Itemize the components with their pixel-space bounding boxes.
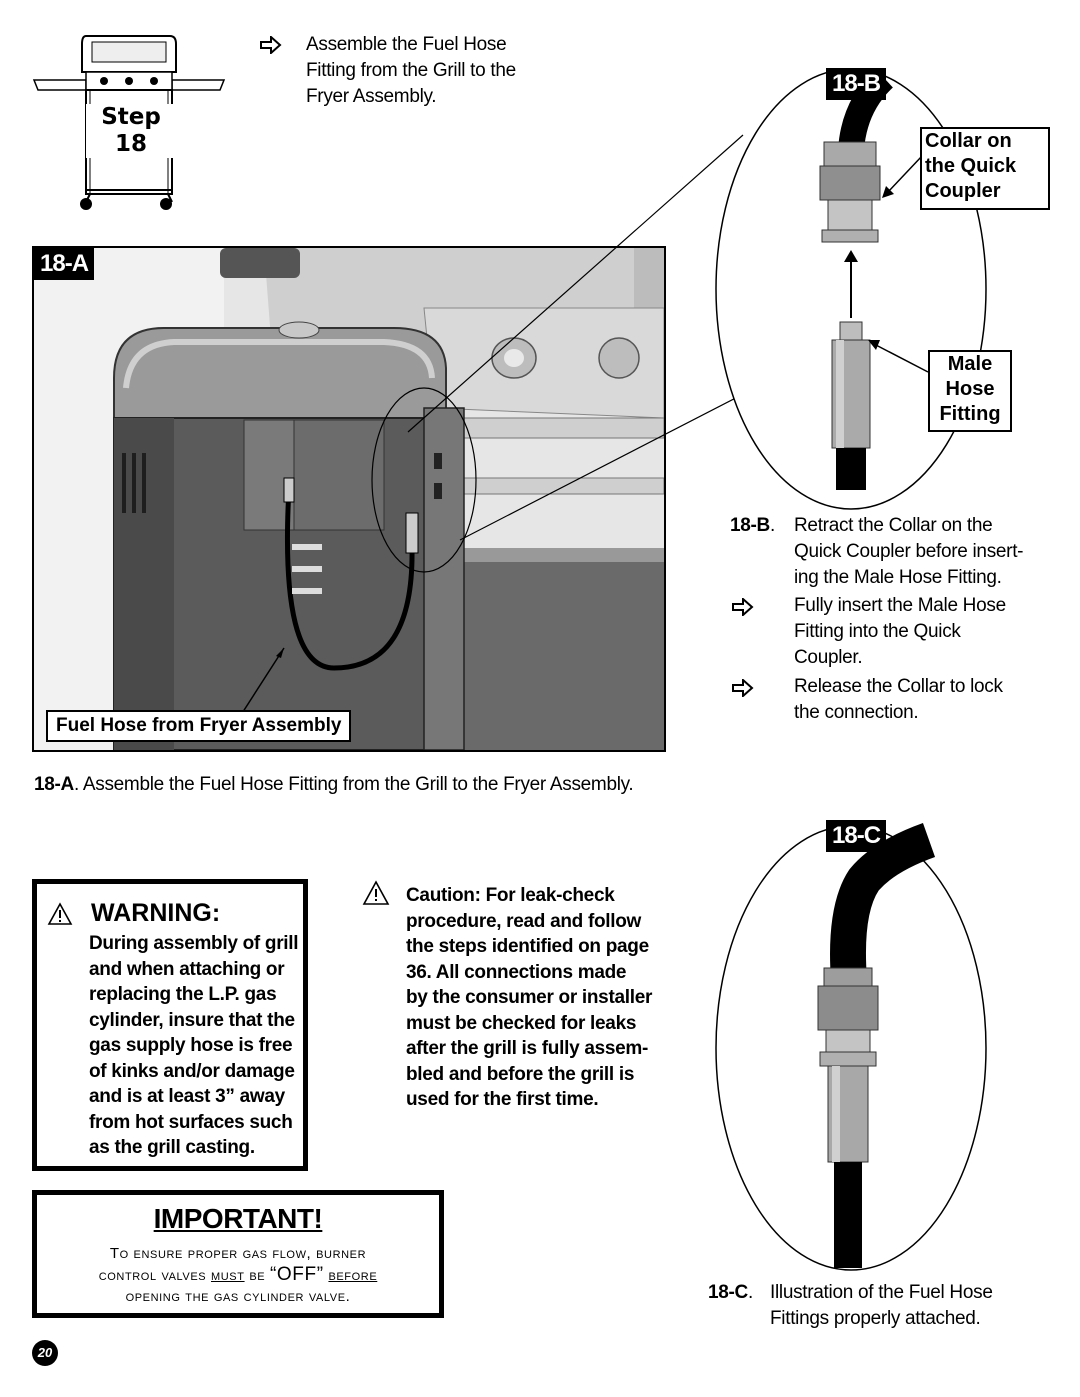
- warning-line: from hot surfaces such: [89, 1111, 293, 1133]
- hollow-right-arrow-icon: [260, 34, 282, 59]
- male-callout-line: Fitting: [939, 403, 1001, 425]
- caution-text: Caution: For leak-check procedure, read …: [406, 883, 666, 1113]
- warning-line: and when attaching or: [89, 958, 285, 980]
- male-callout-line: Male: [947, 353, 993, 375]
- male-callout-line: Hose: [945, 378, 995, 400]
- warning-line: as the grill casting.: [89, 1137, 255, 1158]
- caution-line: after the grill is fully assem-: [406, 1038, 649, 1059]
- important-box: IMPORTANT! To ensure proper gas flow, bu…: [32, 1190, 444, 1318]
- figure-18c-illustration: [715, 823, 987, 1271]
- bullet-insert: Fully insert the Male Hose Fitting into …: [794, 593, 1074, 671]
- caution-line: used for the first time.: [406, 1089, 599, 1110]
- warning-line: of kinks and/or damage: [89, 1060, 295, 1082]
- intro-line: Fitting from the Grill to the: [306, 60, 516, 81]
- page-number-badge: 20: [32, 1340, 58, 1366]
- collar-callout-line: Coupler: [925, 180, 1001, 202]
- figure-18a-caption-text: . Assemble the Fuel Hose Fitting from th…: [73, 774, 634, 795]
- collar-callout-line: the Quick: [925, 155, 1017, 177]
- caption-line: Fittings properly attached.: [770, 1308, 981, 1329]
- important-line: opening the gas cylinder valve.: [125, 1288, 351, 1305]
- important-off: “OFF”: [270, 1264, 324, 1285]
- collar-callout: Collar on the Quick Coupler: [920, 127, 1050, 210]
- step-number: 18: [114, 131, 147, 157]
- bullet-line: Fitting into the Quick: [794, 621, 961, 642]
- caution-line: bled and before the grill is: [406, 1063, 635, 1085]
- warning-text: During assembly of grill and when attach…: [89, 931, 303, 1161]
- caption-line: Quick Coupler before insert-: [794, 541, 1024, 562]
- intro-line: Assemble the Fuel Hose: [306, 34, 507, 55]
- important-before: before: [328, 1267, 378, 1284]
- figure-18a-caption-ref: 18-A: [34, 774, 74, 795]
- figure-18c-caption: Illustration of the Fuel Hose Fittings p…: [770, 1280, 1070, 1332]
- bullet-line: the connection.: [794, 702, 919, 723]
- caution-line: procedure, read and follow: [406, 910, 642, 932]
- figure-18a-caption: 18-A. Assemble the Fuel Hose Fitting fro…: [34, 772, 694, 798]
- important-must: must: [211, 1267, 245, 1284]
- warning-line: and is at least 3” away: [89, 1086, 285, 1107]
- important-text-part: be: [244, 1267, 270, 1284]
- hollow-right-arrow-icon: [732, 596, 754, 621]
- warning-line: cylinder, insure that the: [89, 1009, 295, 1031]
- important-line: To ensure proper gas flow, burner: [109, 1245, 367, 1262]
- figure-18b-caption-ref: 18-B.: [730, 515, 775, 536]
- caption-line: Retract the Collar on the: [794, 515, 993, 536]
- collar-callout-line: Collar on: [925, 130, 1012, 152]
- bullet-line: Coupler.: [794, 647, 863, 668]
- figure-18c-caption-bold: 18-C: [708, 1282, 748, 1303]
- intro-text: Assemble the Fuel Hose Fitting from the …: [306, 32, 566, 110]
- caution-line: by the consumer or installer: [406, 987, 653, 1008]
- bullet-line: Release the Collar to lock: [794, 676, 1003, 697]
- figure-18c-label: 18-C: [826, 820, 887, 852]
- intro-line: Fryer Assembly.: [306, 86, 437, 107]
- page-number: 20: [37, 1345, 53, 1360]
- important-text-part: control valves: [98, 1267, 211, 1284]
- caption-line: ing the Male Hose Fitting.: [794, 567, 1002, 588]
- warning-triangle-icon: [47, 902, 73, 931]
- caution-line: Caution: For leak-check: [406, 885, 615, 906]
- figure-18a-label: 18-A: [34, 248, 95, 280]
- important-line: control valves must be “OFF” before: [37, 1264, 439, 1286]
- figure-18c: [714, 820, 990, 1276]
- important-text: To ensure proper gas flow, burner contro…: [37, 1243, 439, 1307]
- figure-18b-caption-bold: 18-B: [730, 515, 770, 536]
- step-word: Step: [101, 104, 161, 130]
- figure-18a: 18-A Fuel Hose from Fryer Assembly: [32, 246, 666, 752]
- figure-18c-caption-ref: 18-C.: [708, 1282, 753, 1303]
- caution-line: 36. All connections made: [406, 961, 627, 983]
- figure-18b-caption: Retract the Collar on the Quick Coupler …: [794, 513, 1074, 591]
- figure-18b-label: 18-B: [826, 68, 887, 100]
- hollow-right-arrow-icon: [732, 677, 754, 702]
- fuel-hose-callout: Fuel Hose from Fryer Assembly: [46, 710, 352, 742]
- warning-line: gas supply hose is free: [89, 1035, 293, 1056]
- caption-line: Illustration of the Fuel Hose: [770, 1282, 993, 1303]
- bullet-release: Release the Collar to lock the connectio…: [794, 674, 1074, 726]
- important-title: IMPORTANT!: [153, 1203, 323, 1234]
- warning-line: During assembly of grill: [89, 933, 299, 954]
- caution-line: the steps identified on page: [406, 936, 649, 957]
- warning-line: replacing the L.P. gas: [89, 984, 277, 1005]
- warning-box: WARNING: During assembly of grill and wh…: [32, 879, 308, 1171]
- caution-triangle-icon: [362, 880, 390, 911]
- warning-title: WARNING:: [91, 899, 221, 927]
- step-label: Step 18: [86, 104, 176, 158]
- figure-18a-illustration: [34, 248, 664, 750]
- bullet-line: Fully insert the Male Hose: [794, 595, 1006, 616]
- caution-line: must be checked for leaks: [406, 1012, 637, 1034]
- male-fitting-callout: Male Hose Fitting: [928, 350, 1012, 432]
